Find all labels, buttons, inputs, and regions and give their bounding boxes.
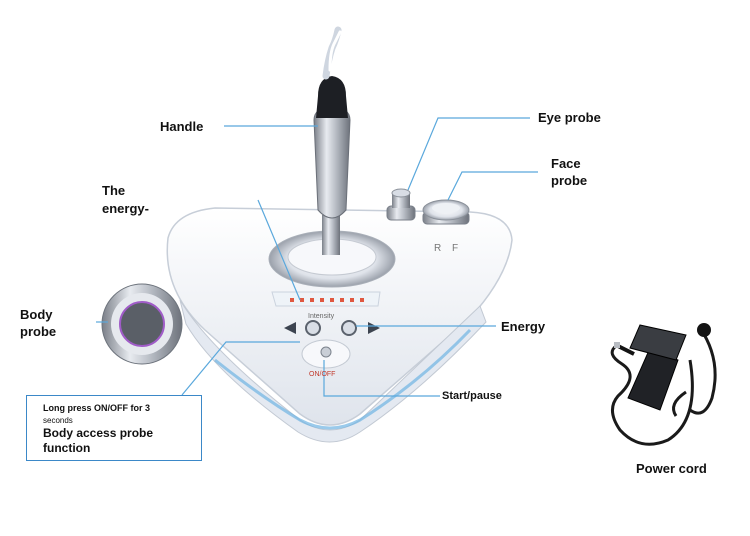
- label-energy-left-line2: energy-: [102, 201, 149, 216]
- label-handle: Handle: [160, 119, 204, 134]
- note-line4: function: [43, 441, 91, 455]
- leader-face-probe: [447, 171, 538, 201]
- label-energy-left-line1: The: [102, 183, 126, 198]
- handle: [313, 26, 351, 255]
- energy-buttons: [284, 320, 380, 336]
- label-body-probe-line1: Body: [20, 307, 53, 322]
- label-body-probe-line2: probe: [20, 324, 57, 339]
- note-line2: seconds: [43, 416, 73, 425]
- eye-probe: [386, 188, 416, 221]
- label-face-probe-line1: Face: [551, 156, 581, 171]
- label-start-pause: Start/pause: [442, 390, 502, 402]
- device-brand-mark: R F: [434, 243, 463, 254]
- body-probe: [101, 283, 183, 365]
- onoff-button: [301, 339, 351, 369]
- intensity-label: Intensity: [308, 313, 335, 320]
- leader-energy-left: [257, 199, 301, 301]
- label-power-cord: Power cord: [636, 461, 707, 476]
- onoff-label: ON/OFF: [309, 371, 336, 378]
- label-energy-right: Energy: [501, 319, 546, 334]
- device-body: [166, 207, 513, 443]
- label-face-probe-line2: probe: [551, 173, 588, 188]
- label-eye-probe: Eye probe: [538, 110, 601, 125]
- note-box: [26, 395, 202, 461]
- leader-eye-probe: [407, 117, 530, 191]
- leader-note: [181, 341, 300, 396]
- face-probe: [422, 199, 470, 225]
- handle-base: [268, 230, 396, 288]
- note-line1: Long press ON/OFF for 3: [43, 403, 151, 413]
- leader-lines: [96, 117, 538, 397]
- intensity-led-bar: [271, 291, 381, 307]
- note-line3: Body access probe: [43, 426, 154, 440]
- leader-start-pause: [323, 360, 440, 397]
- power-adapter: [610, 323, 717, 446]
